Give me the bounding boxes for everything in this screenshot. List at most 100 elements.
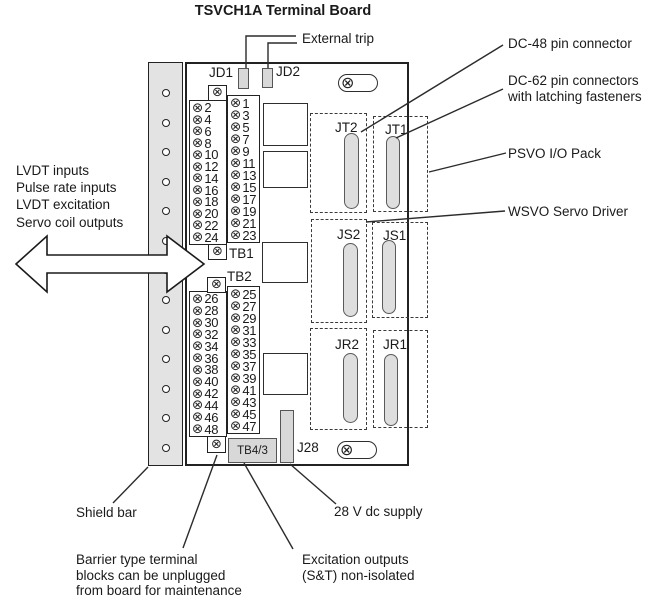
io-connector-label: JT1 (385, 122, 408, 137)
terminal-row: ⊗ 30 (192, 314, 226, 331)
terminal-number: 20 (204, 206, 219, 222)
mounting-screw-bottom: ⊗ (337, 441, 377, 459)
io-box-jr2: JR2 (310, 328, 367, 430)
io-connector-label: JR1 (383, 337, 408, 352)
terminal-number: 13 (242, 167, 257, 183)
terminal-screw-icon: ⊗ (192, 217, 204, 234)
terminal-screw-icon: ⊗ (192, 170, 204, 187)
terminal-screw-icon: ⊗ (192, 421, 204, 438)
terminal-number: 32 (204, 326, 219, 342)
shield-hole (161, 266, 170, 275)
io-box-js2: JS2 (311, 219, 367, 323)
terminal-row: ⊗ 3 (230, 107, 259, 123)
terminal-number: 4 (204, 112, 212, 128)
terminal-screw-icon: ⊗ (230, 131, 242, 147)
terminal-screw-icon: ⊗ (230, 370, 242, 386)
io-connector-pill (344, 133, 359, 209)
terminal-screw-icon: ⊗ (230, 298, 242, 314)
terminal-screw-icon: ⊗ (192, 290, 204, 307)
psvo-leader-line (428, 152, 507, 173)
terminal-row: ⊗ 18 (192, 194, 226, 210)
terminal-screw-icon: ⊗ (192, 158, 204, 175)
terminal-row: ⊗ 8 (192, 136, 226, 150)
terminal-number: 39 (242, 370, 257, 386)
tb2-odd-column: ⊗ 25 ⊗ 27 ⊗ 29 ⊗ 31 ⊗ 33 ⊗ 35 ⊗ 37 ⊗ (227, 286, 260, 434)
terminal-number: 46 (204, 409, 219, 425)
terminal-screw-icon: ⊗ (230, 167, 242, 183)
callout-shield-bar: Shield bar (76, 505, 137, 520)
28v-leader-line (289, 463, 337, 505)
terminal-screw-icon: ⊗ (230, 382, 242, 398)
component-box-2 (263, 151, 308, 188)
io-connector-pill (343, 353, 358, 423)
terminal-number: 41 (242, 382, 257, 398)
tb2-bottom-screw-tab: ⊗ (207, 436, 226, 453)
terminal-row: ⊗ 38 (192, 363, 226, 377)
terminal-row: ⊗ 20 (192, 205, 226, 222)
terminal-screw-icon: ⊗ (192, 146, 204, 163)
terminal-screw-icon: ⊗ (230, 107, 242, 123)
terminal-row: ⊗ 36 (192, 351, 226, 365)
io-box-jr1: JR1 (373, 330, 428, 428)
terminal-screw-icon: ⊗ (192, 314, 204, 331)
io-connector-pill (386, 136, 400, 209)
j28-label: J28 (297, 440, 319, 455)
terminal-screw-icon: ⊗ (192, 385, 204, 402)
terminal-screw-icon: ⊗ (230, 286, 242, 302)
callout-barrier-line1: Barrier type terminal (76, 552, 198, 567)
callout-excitation-line2: (S&T) non-isolated (302, 567, 415, 583)
terminal-screw-icon: ⊗ (192, 182, 204, 199)
terminal-row: ⊗ 4 (192, 112, 226, 128)
terminal-screw-icon: ⊗ (230, 227, 242, 243)
shield-hole (161, 236, 170, 245)
terminal-row: ⊗ 6 (192, 123, 226, 140)
terminal-number: 7 (242, 131, 250, 147)
callout-psvo: PSVO I/O Pack (508, 146, 602, 161)
terminal-row: ⊗ 2 (192, 99, 226, 116)
terminal-number: 28 (204, 303, 219, 319)
terminal-number: 45 (242, 406, 257, 422)
tb43-connector: TB4/3 (228, 438, 277, 463)
terminal-row: ⊗ 43 (230, 395, 259, 409)
terminal-screw-icon: ⊗ (230, 155, 242, 171)
terminal-screw-icon: ⊗ (211, 277, 222, 292)
terminal-screw-icon: ⊗ (211, 436, 222, 452)
terminal-row: ⊗ 28 (192, 302, 226, 319)
terminal-row: ⊗ 17 (230, 192, 259, 206)
callout-excitation: Excitation outputs (S&T) non-isolated (302, 552, 415, 583)
terminal-number: 11 (242, 155, 256, 171)
terminal-number: 42 (204, 386, 219, 402)
tb1-top-screw-tab: ⊗ (208, 85, 227, 101)
terminal-screw-icon: ⊗ (192, 302, 204, 319)
terminal-screw-icon: ⊗ (192, 326, 204, 343)
terminal-row: ⊗ 11 (230, 155, 259, 171)
terminal-row: ⊗ 31 (230, 322, 259, 338)
terminal-row: ⊗ 10 (192, 146, 226, 163)
shield-bar-leader-line (112, 466, 149, 504)
shield-hole (161, 355, 170, 364)
terminal-number: 16 (204, 182, 219, 198)
terminal-number: 9 (242, 143, 250, 159)
callout-dc62: DC-62 pin connectors with latching faste… (508, 73, 642, 104)
component-box-3 (262, 242, 308, 283)
terminal-screw-icon: ⊗ (192, 99, 204, 116)
terminal-row: ⊗ 47 (230, 419, 259, 433)
terminal-screw-icon: ⊗ (230, 143, 242, 159)
terminal-screw-icon: ⊗ (230, 322, 242, 338)
io-connector-label: JT2 (335, 120, 358, 135)
signal-label-servo-coil-outputs: Servo coil outputs (16, 214, 124, 230)
terminal-number: 18 (204, 194, 219, 210)
callout-dc62-line2: with latching fasteners (508, 88, 642, 104)
terminal-screw-icon: ⊗ (230, 203, 242, 219)
callout-dc62-line1: DC-62 pin connectors (508, 73, 639, 88)
callout-barrier-line3: from board for maintenance (76, 583, 242, 598)
terminal-screw-icon: ⊗ (192, 205, 204, 222)
terminal-row: ⊗ 39 (230, 370, 259, 386)
terminal-row: ⊗ 32 (192, 326, 226, 343)
terminal-number: 14 (204, 170, 219, 186)
terminal-screw-icon: ⊗ (192, 123, 204, 140)
terminal-row: ⊗ 24 (192, 230, 226, 244)
mounting-screw-top: ⊗ (338, 74, 378, 92)
terminal-number: 6 (204, 123, 212, 139)
terminal-number: 19 (242, 203, 257, 219)
